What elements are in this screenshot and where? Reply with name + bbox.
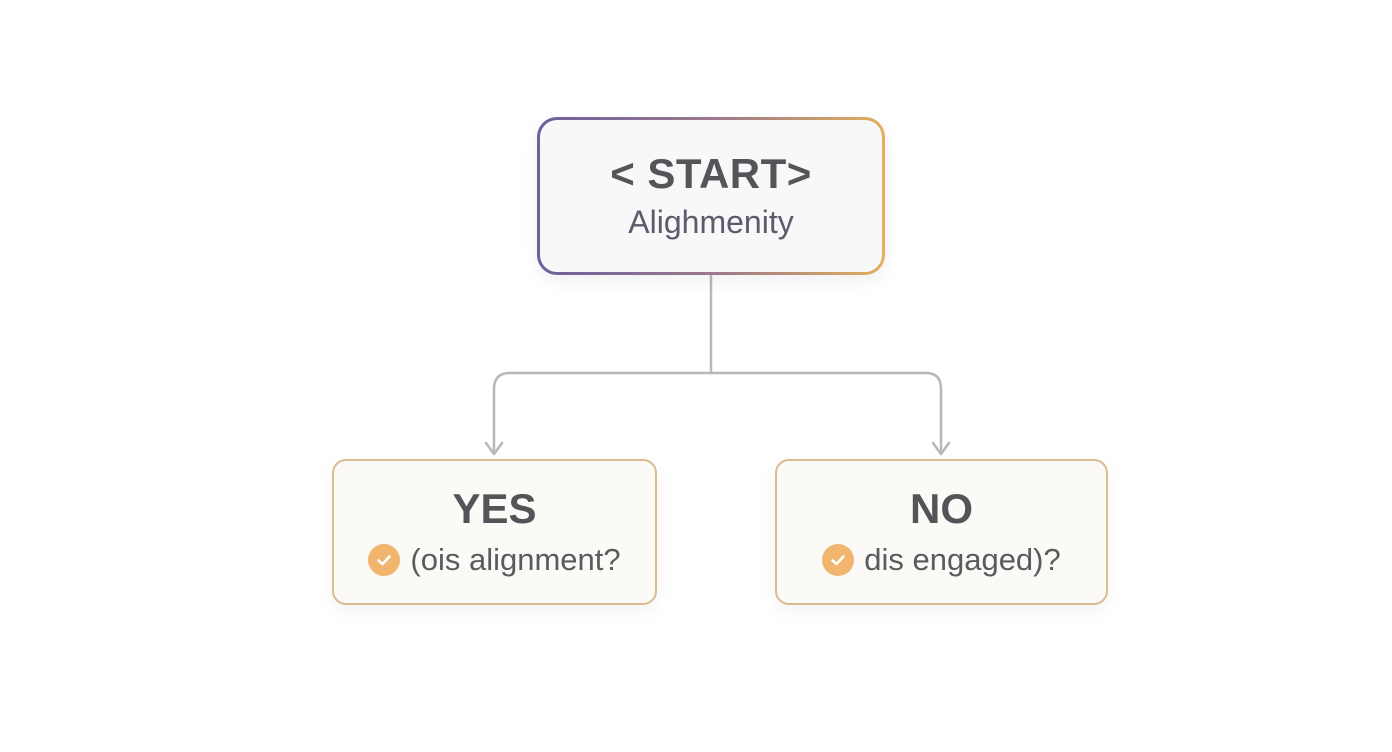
yes-detail: (ois alignment? [368, 541, 621, 579]
no-detail: dis engaged)? [822, 541, 1061, 579]
start-subtitle: Alighmenity [628, 204, 794, 240]
right-branch-line [709, 371, 943, 454]
start-title: < START> [610, 150, 812, 197]
yes-node: YES (ois alignment? [332, 459, 657, 605]
no-title: NO [910, 485, 973, 532]
left-arrowhead-icon [484, 441, 504, 456]
left-branch-line [492, 371, 713, 454]
right-arrowhead-icon [931, 441, 951, 456]
check-circle-icon [368, 544, 401, 576]
yes-text: (ois alignment? [410, 542, 621, 577]
start-node-body: < START> Alighmenity [540, 120, 882, 272]
check-circle-icon [822, 544, 855, 576]
no-text: dis engaged)? [864, 542, 1061, 577]
no-node: NO dis engaged)? [775, 459, 1108, 605]
yes-title: YES [452, 485, 537, 532]
start-node: < START> Alighmenity [537, 117, 885, 275]
